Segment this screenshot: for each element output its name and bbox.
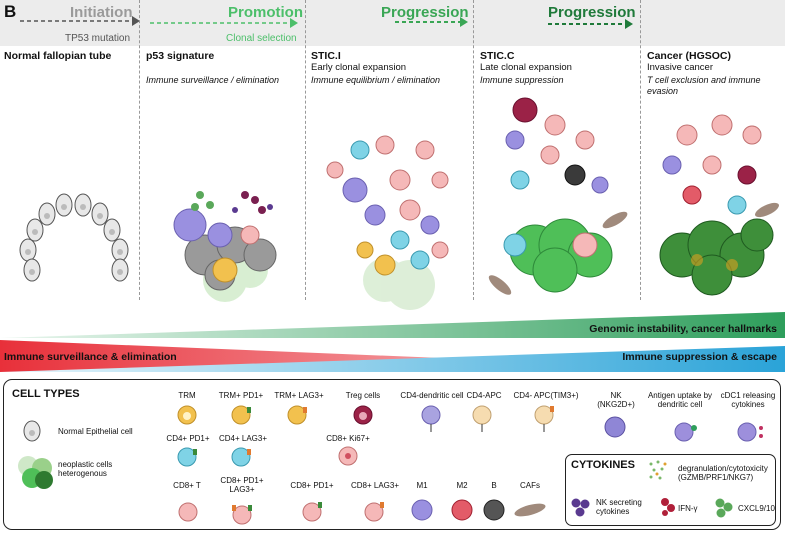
m2-label: M2 [456, 481, 468, 490]
m2-macrophage-icon [451, 499, 473, 521]
neoplastic-cells-icon [18, 456, 53, 489]
antigen-uptake-dc-icon [674, 422, 697, 442]
cd8-ki67-label: CD8+ Ki67+ [326, 434, 370, 443]
neoplastic-cells-label: neoplastic cells heterogenous [58, 460, 113, 478]
column-stici-subtitle: Early clonal expansion [311, 62, 407, 73]
stage-progression-title-2: Progression [548, 4, 636, 21]
column-stici-italic: Immune equilibrium / elimination [311, 75, 441, 85]
trm-label: TRM [178, 391, 196, 400]
normal-epithelial-label: Normal Epithelial cell [58, 427, 133, 436]
cxcl9-10-label: CXCL9/10 [738, 504, 775, 513]
cd4-pd1-label: CD4+ PD1+ [166, 434, 210, 443]
column-sticc-subtitle: Late clonal expansion [480, 62, 572, 73]
ifn-gamma-icon [661, 498, 675, 516]
immune-suppression-label: Immune suppression & escape [622, 351, 777, 363]
panel-letter: B [4, 2, 17, 21]
cytokines-title: CYTOKINES [571, 459, 635, 471]
trm-pd1-cell-icon [231, 405, 251, 425]
cytokines-legend [565, 454, 776, 526]
stic-c-illustration [488, 97, 628, 295]
stic-i-illustration [326, 135, 449, 310]
column-cancer-title: Cancer (HGSOC) [647, 50, 732, 62]
cd8-t-cell-icon [178, 502, 198, 522]
degranulation-dots-icon [649, 460, 667, 480]
column-sticc-title: STIC.C [480, 50, 515, 62]
cd8-ki67-cell-icon [338, 446, 358, 466]
b-label: B [491, 481, 497, 490]
ifn-gamma-label: IFN-γ [678, 504, 698, 513]
cd4-dendritic-label: CD4-dendritic cell [400, 391, 464, 400]
column-separator [305, 0, 306, 300]
cd8-lag3-label: CD8+ LAG3+ [350, 481, 400, 490]
cd4-lag3-label: CD4+ LAG3+ [218, 434, 268, 443]
cd8-t-label: CD8+ T [173, 481, 201, 490]
nk-cytokine-icon [571, 498, 590, 517]
cafs-label: CAFs [520, 481, 540, 490]
stage-promotion-subtitle: Clonal selection [226, 33, 297, 44]
column-separator [139, 0, 140, 300]
m1-label: M1 [416, 481, 428, 490]
column-separator [640, 0, 641, 300]
b-cell-icon [483, 499, 505, 521]
column-cancer-italic: T cell exclusion and immune evasion [647, 75, 761, 96]
cd4-apc-cell-icon [472, 405, 492, 432]
cd4-apc-tim3-label: CD4- APC(TIM3+) [513, 391, 579, 400]
column-cancer-subtitle: Invasive cancer [647, 62, 714, 73]
treg-cell-icon [353, 405, 373, 425]
gradient-bars [0, 312, 785, 372]
cd8-pd1-lag3-cell-icon [232, 505, 252, 525]
cxcl9-10-icon [715, 498, 733, 518]
nk-cell-icon [604, 416, 626, 438]
normal-epithelial-cell-icon [23, 420, 41, 442]
cd8-pd1-label: CD8+ PD1+ [290, 481, 334, 490]
immune-surveillance-label: Immune surveillance & elimination [4, 351, 177, 363]
cell-types-title: CELL TYPES [12, 388, 80, 400]
degranulation-label: degranulation/cytotoxicity (GZMB/PRF1/NK… [678, 464, 768, 482]
treg-label: Treg cells [345, 391, 381, 400]
cd4-apc-label: CD4-APC [466, 391, 502, 400]
cd4-lag3-cell-icon [231, 447, 251, 467]
cd4-apc-tim3-cell-icon [534, 405, 554, 432]
trm-pd1-label: TRM+ PD1+ [218, 391, 264, 400]
cdc1-label: cDC1 releasing cytokines [720, 391, 776, 409]
column-stici-title: STIC.I [311, 50, 341, 62]
stage-initiation-title: Initiation [70, 4, 133, 21]
column-separator [473, 0, 474, 300]
trm-lag3-label: TRM+ LAG3+ [274, 391, 324, 400]
column-p53-title: p53 signature [146, 50, 215, 62]
trm-cell-icon [177, 405, 197, 425]
stage-promotion-title: Promotion [228, 4, 303, 21]
column-sticc-italic: Immune suppression [480, 75, 564, 85]
column-p53-italic: Immune surveillance / elimination [146, 75, 280, 85]
nk-cytokine-label: NK secreting cytokines [596, 498, 642, 516]
p53-signature-illustration [173, 191, 277, 302]
caf-cell-icon [514, 503, 546, 517]
column-normal-title: Normal fallopian tube [4, 50, 112, 62]
cd8-lag3-cell-icon [364, 502, 384, 522]
cd8-pd1-lag3-label: CD8+ PD1+ LAG3+ [220, 476, 264, 494]
antigen-uptake-label: Antigen uptake by dendritic cell [647, 391, 713, 409]
stage-progression-title-1: Progression [381, 4, 469, 21]
cell-types-legend [3, 379, 781, 530]
cdc1-cell-icon [737, 422, 763, 442]
m1-macrophage-icon [411, 499, 433, 521]
cd8-pd1-cell-icon [302, 502, 322, 522]
stage-arrows [20, 16, 633, 29]
cd4-dendritic-cell-icon [421, 405, 441, 432]
cancer-illustration [659, 114, 779, 296]
trm-lag3-cell-icon [287, 405, 307, 425]
nk-label: NK (NKG2D+) [597, 391, 635, 409]
normal-epithelium-illustration [19, 193, 129, 282]
cd4-pd1-cell-icon [177, 447, 197, 467]
genomic-instability-label: Genomic instability, cancer hallmarks [589, 323, 777, 335]
stage-band [0, 0, 785, 46]
stage-initiation-subtitle: TP53 mutation [65, 33, 131, 44]
